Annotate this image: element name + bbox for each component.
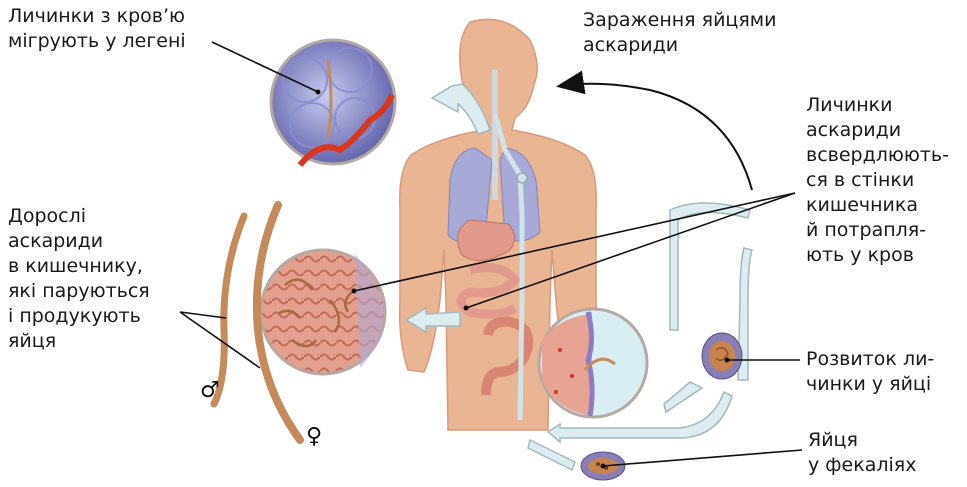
label-development-line-1: Розвиток ли- <box>806 347 934 372</box>
label-lungs: Личинки з кров’ю мігрують у легені <box>8 4 186 54</box>
label-development-line-2: чинки у яйці <box>806 372 934 397</box>
label-infection-line-1: Зараження яйцями <box>583 8 776 33</box>
male-symbol: ♂ <box>200 378 220 403</box>
label-penetration-line-3: всвердлюють- <box>806 143 949 168</box>
male-worm <box>214 216 244 404</box>
lung-magnification-inset <box>271 40 395 165</box>
label-adults-line-4: які паруються <box>8 279 150 304</box>
label-adults-line-6: яйця <box>8 329 150 354</box>
cycle-arrow-egg-output <box>528 440 575 470</box>
female-symbol: ♀ <box>306 424 322 449</box>
label-eggs-line-2: у фекаліях <box>808 453 916 478</box>
intestine-magnification-inset <box>261 250 385 374</box>
egg-developing <box>702 333 742 379</box>
label-penetration-line-4: ся в стінки <box>806 168 949 193</box>
label-penetration-line-6: й потрапля- <box>806 218 949 243</box>
label-adults-line-5: і продукують <box>8 304 150 329</box>
cycle-arrow-to-eggs <box>664 382 702 412</box>
label-penetration-line-5: кишечника <box>806 193 949 218</box>
intestinal-wall-inset <box>539 309 647 417</box>
label-adults: Дорослі аскариди в кишечнику, які паруют… <box>8 204 150 354</box>
label-lungs-line-1: Личинки з кров’ю <box>8 4 186 29</box>
label-infection-line-2: аскариди <box>583 33 776 58</box>
label-penetration-line-7: ють у кров <box>806 243 949 268</box>
label-eggs-line-1: Яйця <box>808 428 916 453</box>
label-penetration: Личинки аскариди всвердлюють- ся в стінк… <box>806 93 949 268</box>
leader-adults-2 <box>180 312 260 368</box>
label-adults-line-1: Дорослі <box>8 204 150 229</box>
leader-eggs <box>603 450 802 466</box>
label-eggs: Яйця у фекаліях <box>808 428 916 478</box>
label-infection: Зараження яйцями аскариди <box>583 8 776 58</box>
label-adults-line-2: аскариди <box>8 229 150 254</box>
label-penetration-line-1: Личинки <box>806 93 949 118</box>
label-penetration-line-2: аскариди <box>806 118 949 143</box>
label-adults-line-3: в кишечнику, <box>8 254 150 279</box>
label-lungs-line-2: мігрують у легені <box>8 29 186 54</box>
label-development: Розвиток ли- чинки у яйці <box>806 347 934 397</box>
